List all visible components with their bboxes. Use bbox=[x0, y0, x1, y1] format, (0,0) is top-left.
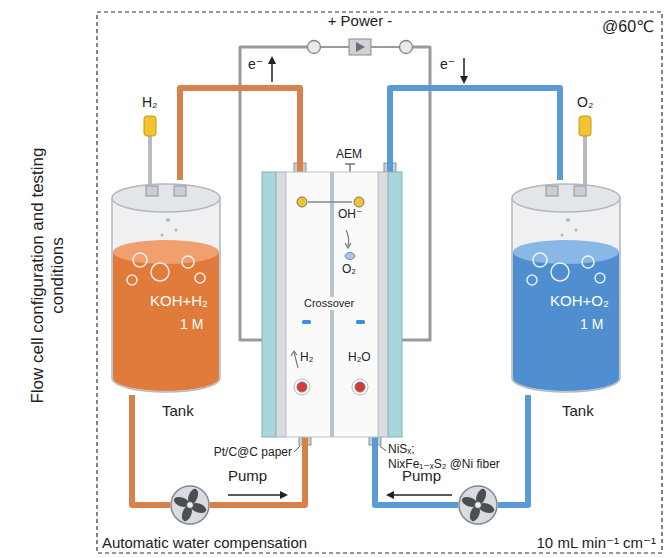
node-text: Tank bbox=[562, 402, 594, 419]
species-label: H₂O bbox=[348, 351, 371, 365]
species-label: OH⁻ bbox=[338, 208, 362, 222]
node-label: + Power - bbox=[304, 12, 416, 29]
power-supply: + Power - bbox=[304, 10, 416, 58]
node-label: KOH+O₂ bbox=[550, 292, 609, 309]
node-label: Pump bbox=[228, 467, 267, 484]
species-label: O₂ bbox=[342, 263, 356, 277]
electron-label: e⁻ bbox=[248, 56, 263, 72]
node-text: 1 M bbox=[580, 316, 603, 332]
electrolyte-tube bbox=[180, 88, 300, 180]
leader-line bbox=[380, 446, 386, 451]
node-text: Tank bbox=[162, 402, 194, 419]
electron-arrow bbox=[271, 58, 273, 82]
gas-label: H₂ bbox=[142, 94, 158, 110]
pump-symbol bbox=[170, 485, 210, 525]
species-label: H₂ bbox=[300, 351, 313, 365]
pump: Pump bbox=[458, 485, 498, 525]
leader-line bbox=[294, 446, 300, 452]
tank-body bbox=[110, 180, 222, 395]
electrode-label: NiSₓ; bbox=[388, 443, 415, 457]
tank-body bbox=[510, 180, 622, 395]
node-label: KOH+H₂ bbox=[150, 292, 208, 309]
node-text: 1 M bbox=[180, 316, 203, 332]
flow-rate: 10 mL min⁻¹ cm⁻¹ bbox=[537, 534, 656, 551]
side-title: Flow cell configuration and testing cond… bbox=[28, 126, 67, 426]
electrode-label: Pt/C@C paper bbox=[198, 446, 292, 460]
electron-label: e⁻ bbox=[440, 56, 455, 72]
node-label: AEM bbox=[336, 148, 362, 162]
note: Automatic water compensation bbox=[102, 534, 307, 551]
electrode-label: NixFe₁₋ₓS₂ @Ni fiber bbox=[388, 458, 500, 472]
electrolyte-tube bbox=[498, 395, 528, 505]
electrolyte-tank: KOH+H₂1 MTank bbox=[110, 180, 222, 395]
electron-arrow bbox=[463, 58, 465, 82]
flow-arrow bbox=[228, 494, 286, 496]
flow-arrow bbox=[388, 494, 452, 496]
aem-marker bbox=[345, 163, 355, 164]
gas-label: O₂ bbox=[577, 94, 593, 110]
pump-symbol bbox=[458, 485, 498, 525]
pump: Pump bbox=[170, 485, 210, 525]
dashed-frame bbox=[97, 12, 662, 553]
temperature: @60℃ bbox=[602, 18, 654, 36]
crossover-label: Crossover bbox=[303, 297, 355, 310]
electrolyte-tube bbox=[390, 88, 560, 180]
electrolyte-tank: KOH+O₂1 MTank bbox=[510, 180, 622, 395]
